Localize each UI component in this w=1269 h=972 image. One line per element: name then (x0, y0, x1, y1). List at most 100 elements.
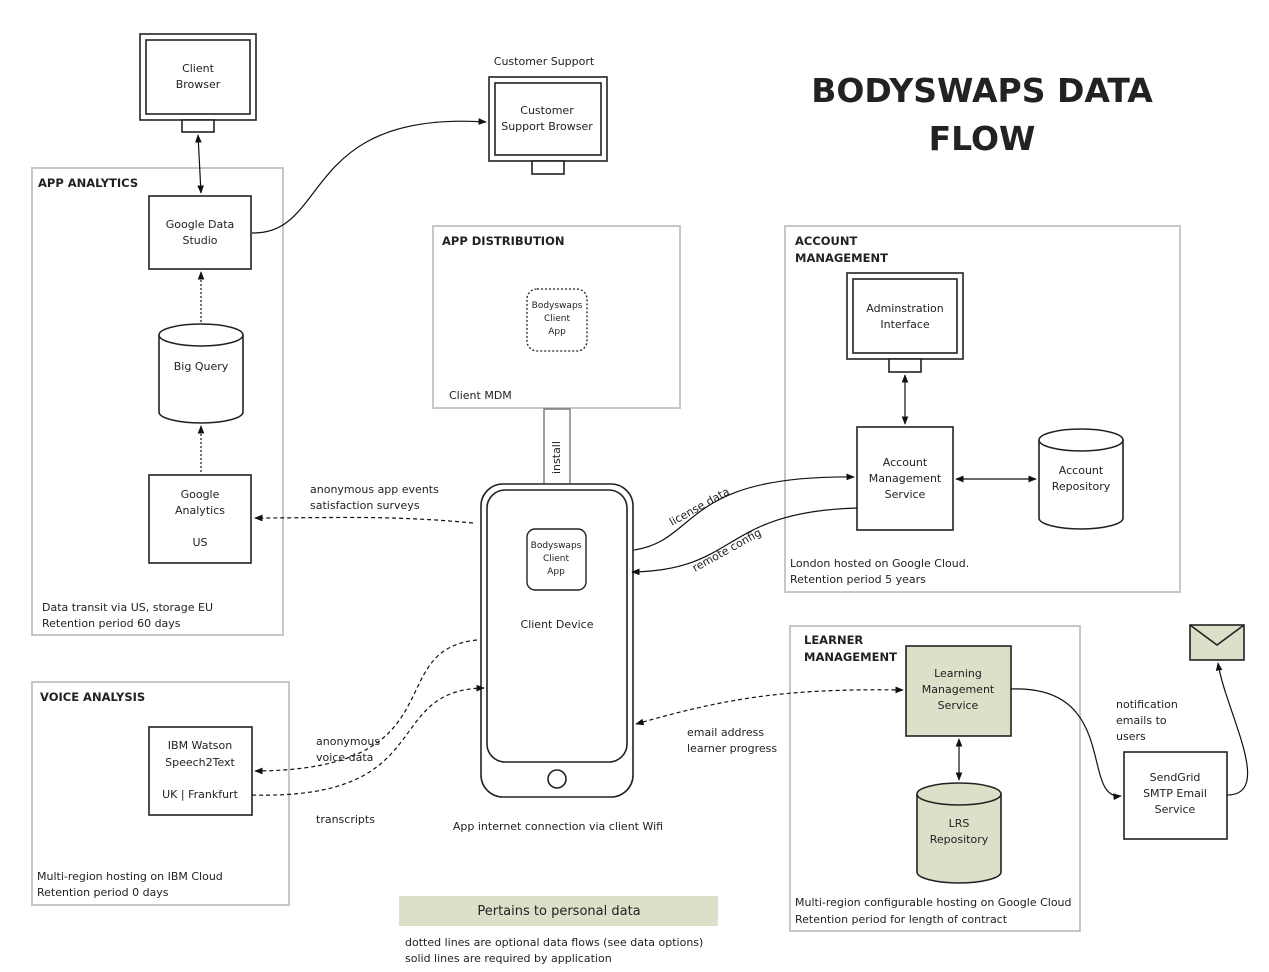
svg-text:Retention period 60 days: Retention period 60 days (42, 617, 181, 630)
svg-text:Analytics: Analytics (175, 504, 225, 517)
svg-text:Multi-region hosting on IBM Cl: Multi-region hosting on IBM Cloud (37, 870, 223, 883)
learner-management-heading: LEARNER MANAGEMENT (804, 633, 897, 664)
svg-text:emails to: emails to (1116, 714, 1167, 727)
svg-text:Management: Management (922, 683, 995, 696)
personal-data-swatch (399, 896, 718, 926)
svg-text:Big Query: Big Query (174, 360, 229, 373)
svg-text:Bodyswaps: Bodyswaps (531, 541, 582, 551)
analytics-flow-label: anonymous app events satisfaction survey… (310, 483, 439, 512)
svg-text:Browser: Browser (176, 78, 221, 91)
sendgrid-to-envelope-arrow (1215, 662, 1249, 796)
customer-support-heading: Customer Support (494, 55, 595, 68)
svg-text:Retention period for length of: Retention period for length of contract (795, 913, 1008, 926)
svg-text:dotted lines are optional data: dotted lines are optional data flows (se… (405, 936, 703, 949)
envelope-icon (1189, 624, 1245, 661)
svg-text:Retention period 5 years: Retention period 5 years (790, 573, 926, 586)
remote-config-label: remote config (690, 526, 763, 575)
browser-to-data-studio-arrow (195, 134, 204, 194)
account-repository-cylinder: Account Repository (1038, 428, 1124, 530)
voice-analysis-footer: Multi-region hosting on IBM Cloud Retent… (37, 870, 223, 899)
app-distribution-group (432, 225, 681, 409)
svg-text:SendGrid: SendGrid (1150, 771, 1201, 784)
voice-flow-label: anonymous voice data (316, 735, 380, 764)
ibm-watson-box: IBM Watson Speech2Text UK | Frankfurt (148, 726, 253, 816)
google-data-studio-box: Google Data Studio (148, 195, 252, 270)
svg-text:UK | Frankfurt: UK | Frankfurt (162, 788, 238, 801)
app-analytics-footer: Data transit via US, storage EU Retentio… (42, 601, 213, 630)
svg-text:Client: Client (543, 554, 570, 564)
svg-text:ACCOUNT: ACCOUNT (795, 234, 858, 248)
svg-text:Studio: Studio (182, 234, 217, 247)
svg-text:Service: Service (938, 699, 979, 712)
svg-text:App: App (547, 567, 565, 577)
svg-text:anonymous: anonymous (316, 735, 380, 748)
license-data-label: license data (667, 485, 732, 529)
client-browser-monitor-icon: Client Browser (139, 33, 257, 133)
watson-to-device-arrow (251, 684, 485, 796)
svg-text:London hosted on Google Cloud.: London hosted on Google Cloud. (790, 557, 969, 570)
svg-text:Management: Management (869, 472, 942, 485)
remote-config-arrow (631, 507, 858, 576)
administration-interface-monitor-icon: Adminstration Interface (846, 272, 964, 373)
legend: Pertains to personal data dotted lines a… (399, 896, 718, 965)
svg-text:Bodyswaps: Bodyswaps (532, 301, 583, 311)
svg-text:Service: Service (1155, 803, 1196, 816)
svg-text:FLOW: FLOW (929, 119, 1036, 158)
customer-support-monitor-icon: Customer Support Browser (488, 76, 608, 175)
svg-text:notification: notification (1116, 698, 1178, 711)
svg-text:Repository: Repository (1052, 480, 1111, 493)
app-distribution-footer: Client MDM (449, 389, 512, 402)
svg-text:Service: Service (885, 488, 926, 501)
svg-text:install: install (550, 441, 563, 474)
svg-text:Multi-region configurable host: Multi-region configurable hosting on Goo… (795, 896, 1072, 909)
svg-text:Adminstration: Adminstration (866, 302, 943, 315)
big-query-cylinder: Big Query (158, 323, 244, 424)
svg-text:Pertains to personal data: Pertains to personal data (477, 904, 640, 919)
svg-text:Client Device: Client Device (521, 618, 594, 631)
account-management-heading: ACCOUNT MANAGEMENT (795, 234, 888, 265)
svg-text:Retention period 0 days: Retention period 0 days (37, 886, 169, 899)
account-management-service-box: Account Management Service (856, 426, 954, 531)
svg-text:MANAGEMENT: MANAGEMENT (795, 251, 888, 265)
data-studio-to-support-arrow (251, 118, 487, 234)
voice-analysis-heading: VOICE ANALYSIS (40, 690, 145, 704)
svg-text:Interface: Interface (880, 318, 929, 331)
app-analytics-heading: APP ANALYTICS (38, 176, 138, 190)
svg-text:Learning: Learning (934, 667, 982, 680)
svg-text:Client: Client (544, 314, 571, 324)
svg-text:Support Browser: Support Browser (501, 120, 593, 133)
google-analytics-box: Google Analytics US (148, 474, 252, 564)
svg-text:US: US (192, 536, 207, 549)
svg-text:MANAGEMENT: MANAGEMENT (804, 650, 897, 664)
svg-text:Data transit via US, storage E: Data transit via US, storage EU (42, 601, 213, 614)
svg-text:learner progress: learner progress (687, 742, 777, 755)
learner-management-footer: Multi-region configurable hosting on Goo… (795, 896, 1072, 926)
learner-flow-label: email address learner progress (687, 726, 777, 755)
device-client-app-icon (526, 528, 587, 591)
voice-analysis-group (31, 681, 290, 906)
diagram-title: BODYSWAPS DATA FLOW (811, 71, 1153, 158)
learning-service-to-sendgrid-arrow (1010, 688, 1122, 801)
lrs-repository-cylinder: LRS Repository (916, 782, 1002, 884)
svg-text:LRS: LRS (949, 817, 970, 830)
svg-text:Repository: Repository (930, 833, 989, 846)
svg-text:voice data: voice data (316, 751, 373, 764)
app-analytics-group (31, 167, 284, 636)
svg-text:Account: Account (1059, 464, 1104, 477)
svg-text:Speech2Text: Speech2Text (165, 756, 235, 769)
learner-management-group (789, 625, 1081, 932)
account-management-group (784, 225, 1181, 593)
svg-text:users: users (1116, 730, 1146, 743)
svg-text:Customer: Customer (520, 104, 574, 117)
svg-text:IBM Watson: IBM Watson (168, 739, 232, 752)
transcripts-label: transcripts (316, 813, 375, 826)
sendgrid-box: SendGrid SMTP Email Service (1123, 751, 1228, 840)
svg-text:App: App (548, 327, 566, 337)
device-to-learning-service-arrow (635, 686, 904, 726)
learning-management-service-box: Learning Management Service (905, 645, 1012, 737)
app-distribution-heading: APP DISTRIBUTION (442, 234, 564, 248)
client-device-phone: Bodyswaps Client App Client Device (480, 483, 634, 798)
svg-text:solid lines are required by ap: solid lines are required by application (405, 952, 612, 965)
svg-text:anonymous app events: anonymous app events (310, 483, 439, 496)
